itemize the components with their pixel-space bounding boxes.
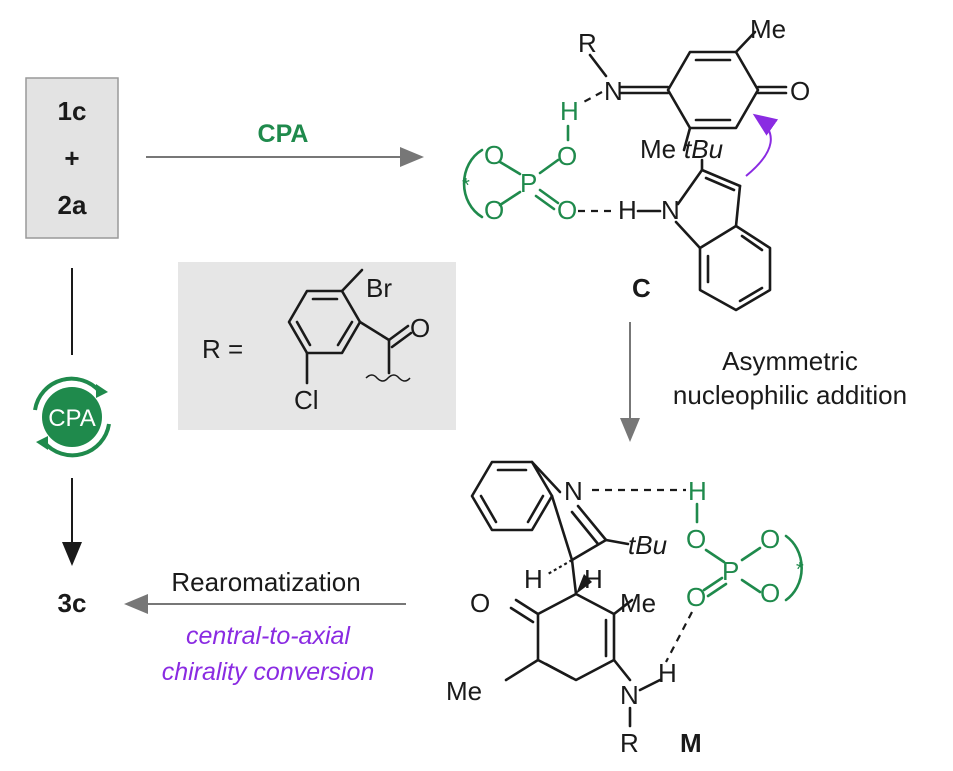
c-me-bottom: Me	[640, 134, 676, 164]
r-cl: Cl	[294, 385, 319, 415]
reactants-box: 1c + 2a	[25, 77, 119, 239]
reactant-2a: 2a	[58, 190, 87, 220]
cpa-cycle-icon: CPA	[33, 376, 111, 458]
m-carbonyl-o: O	[470, 588, 490, 618]
c-r: R	[578, 28, 597, 58]
m-n-indole: N	[564, 476, 583, 506]
m-o-double: O	[686, 582, 706, 612]
m-h-right: H	[584, 564, 603, 594]
c-carbonyl-o: O	[790, 76, 810, 106]
c-star: *	[462, 175, 470, 197]
c-p: P	[520, 168, 537, 198]
r-o: O	[410, 313, 430, 343]
c-n: N	[604, 76, 623, 106]
intermediate-m: N tBu H O P O O O * H H Me O	[446, 460, 804, 758]
m-star: *	[796, 559, 804, 581]
reactant-1c: 1c	[58, 96, 87, 126]
m-h-nh: H	[658, 658, 677, 688]
m-tbu: tBu	[628, 530, 667, 560]
purple-line2: chirality conversion	[162, 658, 375, 686]
r-group-box: R = Br Cl O	[178, 262, 456, 430]
m-h-left: H	[524, 564, 543, 594]
m-o-oh: O	[686, 524, 706, 554]
rearomatization-label: Rearomatization	[171, 567, 360, 597]
asym-line2: nucleophilic addition	[673, 380, 907, 410]
c-o-bottom: O	[484, 195, 504, 225]
m-o-bottom: O	[760, 578, 780, 608]
r-equals: R =	[202, 334, 243, 364]
c-label: C	[632, 273, 651, 303]
product-3c: 3c	[58, 588, 87, 618]
m-me-right: Me	[620, 588, 656, 618]
c-me-top: Me	[750, 14, 786, 44]
purple-line1: central-to-axial	[186, 622, 351, 650]
m-o-top: O	[760, 524, 780, 554]
c-o-double: O	[557, 195, 577, 225]
m-label: M	[680, 728, 702, 758]
m-h-top: H	[688, 476, 707, 506]
m-n: N	[620, 680, 639, 710]
cycle-cpa-text: CPA	[48, 405, 96, 432]
m-r: R	[620, 728, 639, 758]
c-o-oh: O	[557, 141, 577, 171]
c-n-indole: N	[661, 195, 680, 225]
cpa-label: CPA	[258, 120, 309, 148]
r-br: Br	[366, 273, 392, 303]
c-h-nh: H	[618, 195, 637, 225]
c-tbu: tBu	[684, 134, 723, 164]
m-me-left: Me	[446, 676, 482, 706]
c-o-top: O	[484, 140, 504, 170]
m-p: P	[722, 556, 739, 586]
c-h-oh: H	[560, 96, 579, 126]
plus-sign: +	[64, 143, 79, 173]
intermediate-c: R N Me O Me tBu H O O O P O * H N	[462, 14, 810, 312]
asym-line1: Asymmetric	[722, 346, 858, 376]
